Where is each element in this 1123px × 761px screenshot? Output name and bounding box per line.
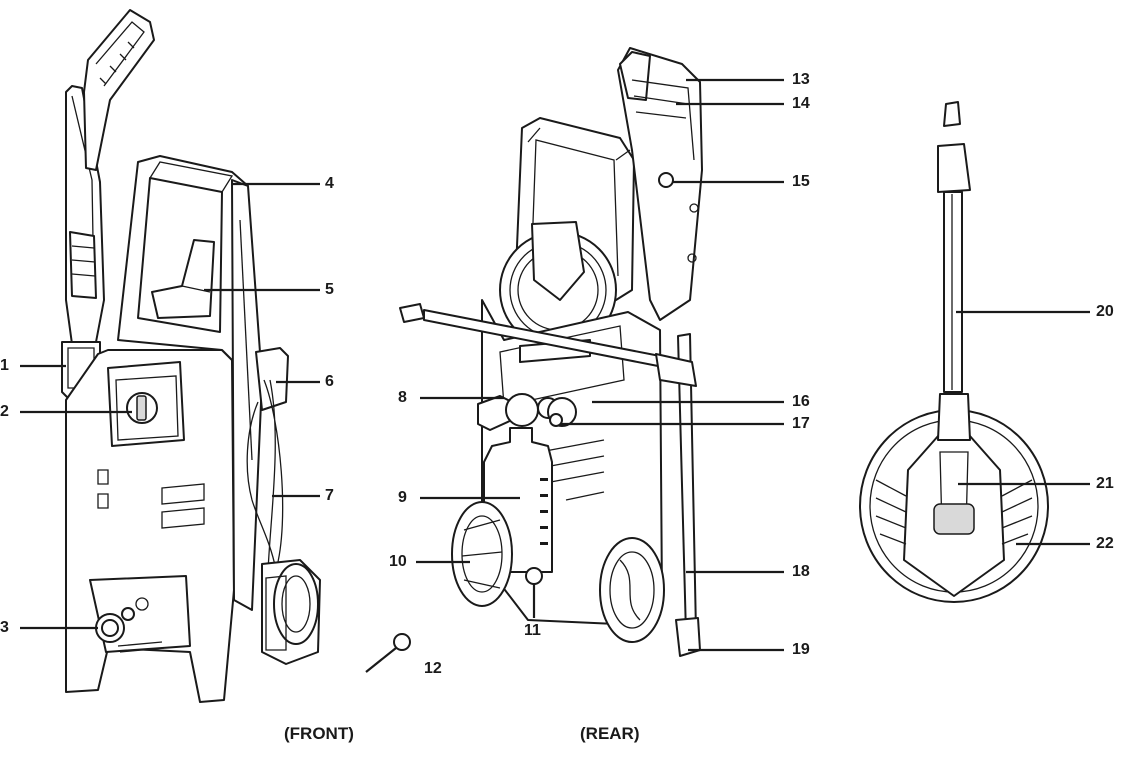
callout-15: 15 <box>792 173 810 190</box>
callout-11: 11 <box>524 622 541 639</box>
callout-14: 14 <box>792 95 810 112</box>
callout-1: 1 <box>0 357 9 374</box>
callout-9: 9 <box>398 489 407 506</box>
rear-view-illustration <box>365 47 703 673</box>
front-view-illustration <box>61 9 321 703</box>
callout-21: 21 <box>1096 475 1114 492</box>
callout-22: 22 <box>1096 535 1114 552</box>
rear-view-caption: (REAR) <box>580 724 640 743</box>
callout-3: 3 <box>0 619 9 636</box>
front-view-caption: (FRONT) <box>284 724 354 743</box>
callout-17: 17 <box>792 415 810 432</box>
callout-8: 8 <box>398 389 407 406</box>
callout-7: 7 <box>325 487 334 504</box>
callout-2: 2 <box>0 403 9 420</box>
patio-cleaner-illustration <box>859 101 1049 603</box>
callout-5: 5 <box>325 281 334 298</box>
leader-lines <box>20 78 1090 652</box>
callout-19: 19 <box>792 641 810 658</box>
callout-13: 13 <box>792 71 810 88</box>
callout-4: 4 <box>325 175 334 192</box>
callout-10: 10 <box>389 553 407 570</box>
callout-20: 20 <box>1096 303 1114 320</box>
callout-16: 16 <box>792 393 810 410</box>
callout-18: 18 <box>792 563 810 580</box>
callout-6: 6 <box>325 373 334 390</box>
callout-12: 12 <box>424 660 442 677</box>
